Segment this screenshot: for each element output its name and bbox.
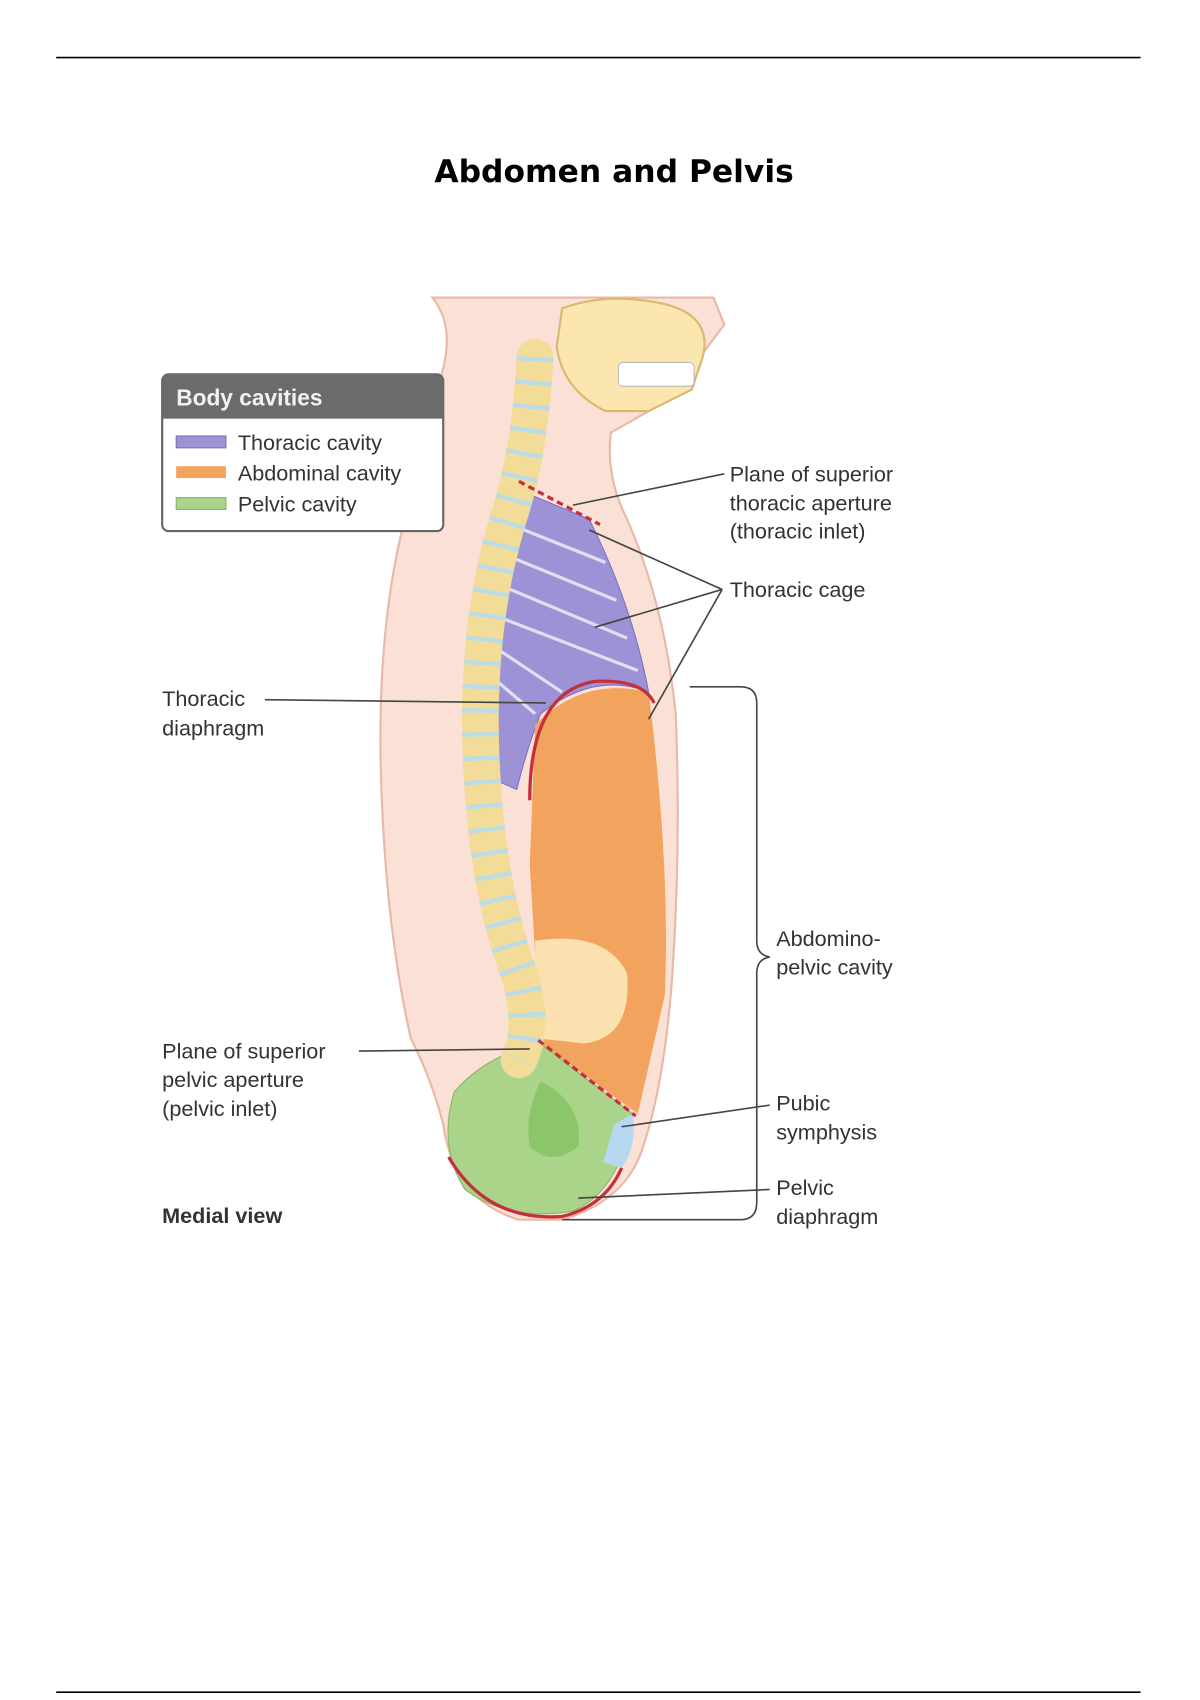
label-superior-thoracic-3: (thoracic inlet) xyxy=(730,519,866,544)
thoracic-diaphragm xyxy=(528,679,656,801)
page-title: Abdomen and Pelvis xyxy=(434,154,793,190)
label-superior-pelvic: Plane of superior xyxy=(162,1039,325,1064)
label-medial-view: Medial view xyxy=(162,1203,282,1228)
label-superior-thoracic-2: thoracic aperture xyxy=(730,491,892,516)
label-pelvic-diaphragm: Pelvic xyxy=(776,1175,834,1200)
label-pubic-symphysis-2: symphysis xyxy=(776,1120,877,1145)
label-thoracic-diaphragm: Thoracic xyxy=(162,686,245,711)
pubic-symphysis xyxy=(603,1113,634,1168)
spine xyxy=(461,338,554,1079)
label-thoracic-cage: Thoracic cage xyxy=(730,577,866,602)
pelvic-organ xyxy=(528,1081,579,1158)
legend-label-pelvic: Pelvic cavity xyxy=(238,492,357,517)
anatomy-diagram: Body cavities Thoracic cavity Abdominal … xyxy=(161,296,893,1229)
legend: Body cavities Thoracic cavity Abdominal … xyxy=(161,373,445,533)
thoracic-cavity-region xyxy=(485,483,650,791)
teeth xyxy=(617,361,695,387)
legend-label-thoracic: Thoracic cavity xyxy=(238,430,382,455)
label-abdominopelvic: Abdomino- xyxy=(776,926,881,951)
leader-lines xyxy=(264,472,770,1221)
label-thoracic-diaphragm-2: diaphragm xyxy=(162,715,264,740)
legend-swatch-pelvic xyxy=(175,497,227,511)
ribs xyxy=(496,517,639,716)
label-superior-pelvic-2: pelvic aperture xyxy=(162,1067,304,1092)
label-superior-pelvic-3: (pelvic inlet) xyxy=(162,1096,277,1121)
legend-swatch-abdominal xyxy=(176,466,226,479)
superior-thoracic-plane xyxy=(518,479,601,527)
superior-pelvic-plane xyxy=(537,1038,637,1118)
label-pubic-symphysis: Pubic xyxy=(776,1091,830,1116)
label-superior-thoracic: Plane of superior xyxy=(730,461,893,486)
iliac-bone xyxy=(535,938,628,1044)
legend-swatch-thoracic xyxy=(175,435,227,449)
pelvic-diaphragm xyxy=(447,1156,624,1219)
label-pelvic-diaphragm-2: diaphragm xyxy=(776,1204,878,1229)
legend-title: Body cavities xyxy=(176,385,322,411)
label-abdominopelvic-2: pelvic cavity xyxy=(776,954,893,979)
legend-label-abdominal: Abdominal cavity xyxy=(238,460,402,485)
